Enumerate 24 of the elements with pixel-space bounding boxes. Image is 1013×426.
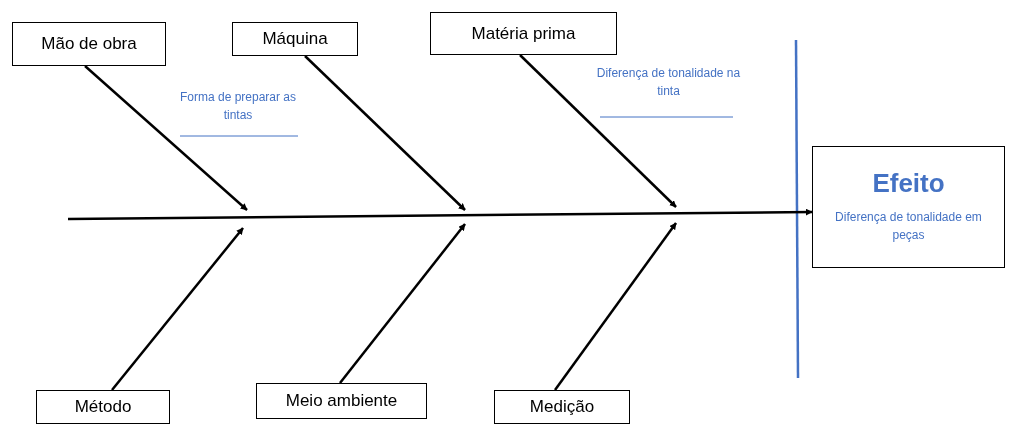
- category-label: Máquina: [262, 28, 328, 51]
- category-label: Meio ambiente: [285, 390, 398, 413]
- effect-box: [812, 146, 1005, 268]
- category-label: Mão de obra: [41, 33, 137, 56]
- cause-note: Diferença de tonalidade na tinta: [596, 65, 741, 100]
- arrow: [68, 208, 813, 221]
- arrow: [84, 65, 248, 211]
- category-box: [256, 383, 427, 419]
- category-box: [494, 390, 630, 424]
- effect-title: Efeito: [872, 170, 945, 196]
- effect-description: Diferença de tonalidade em peças: [834, 209, 983, 244]
- arrow: [554, 222, 677, 391]
- arrow: [111, 227, 244, 391]
- category-label: Método: [74, 396, 132, 419]
- category-box: [232, 22, 358, 56]
- arrow: [339, 223, 466, 384]
- category-box: [36, 390, 170, 424]
- category-box: [12, 22, 166, 66]
- category-label: Matéria prima: [471, 22, 576, 45]
- category-box: [430, 12, 617, 55]
- category-label: Medição: [529, 396, 595, 419]
- cause-note: Forma de preparar as tintas: [178, 89, 298, 124]
- arrow: [519, 54, 677, 208]
- arrow: [304, 55, 466, 211]
